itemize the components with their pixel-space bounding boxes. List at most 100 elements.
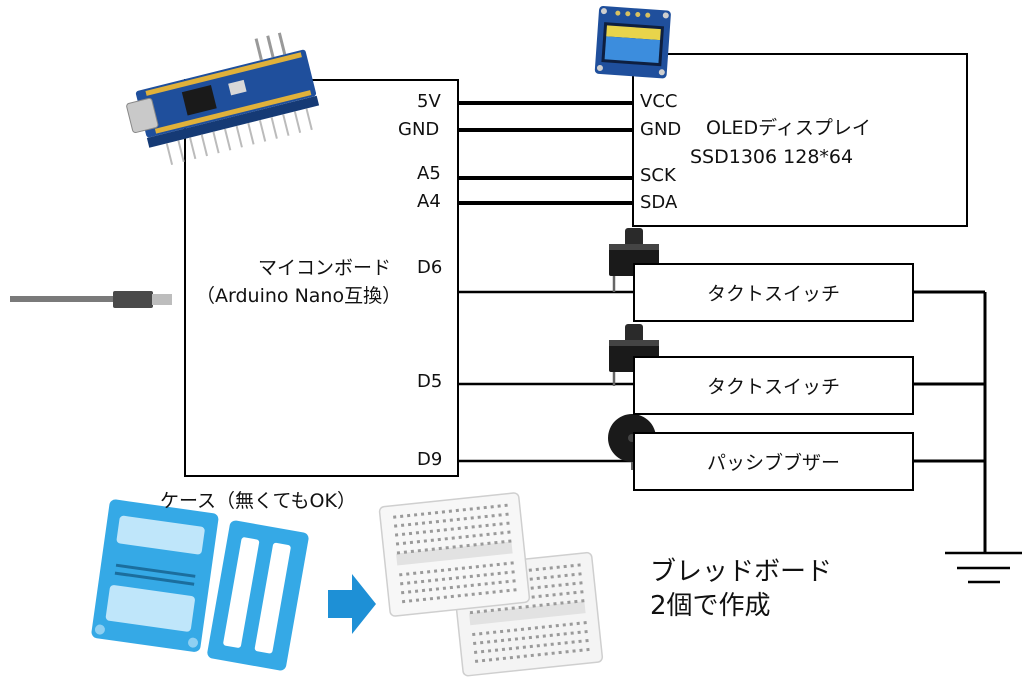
breadboard-hole [415, 531, 420, 535]
breadboard-hole [476, 610, 481, 614]
breadboard-hole [414, 589, 419, 593]
switch2-label: タクトスイッチ [706, 376, 840, 398]
i2c-power-wires [458, 101, 633, 205]
breadboard-hole [443, 595, 448, 599]
breadboard-hole [458, 535, 462, 539]
breadboard-hole [472, 534, 476, 538]
breadboard-hole [486, 640, 491, 644]
breadboard-hole [420, 570, 424, 575]
breadboard-hole [539, 603, 543, 607]
breadboard-hole [421, 521, 426, 525]
breadboard-hole [497, 571, 501, 576]
breadboard-hole [463, 584, 467, 588]
breadboard-hole [447, 567, 452, 572]
breadboard-hole [528, 635, 533, 640]
arduino-pin-d6: D6 [417, 257, 443, 278]
breadboard-hole [488, 658, 493, 662]
breadboard-hole [542, 567, 546, 571]
breadboard-hole [532, 604, 536, 608]
breadboard-hole [414, 522, 419, 526]
arduino-pin-a5: A5 [417, 163, 441, 184]
breadboard-hole [504, 503, 508, 507]
breadboard-hole [512, 579, 516, 583]
breadboard-hole [486, 631, 490, 635]
breadboard-hole [570, 564, 574, 568]
breadboard-hole [435, 519, 440, 524]
breadboard-hole [521, 636, 526, 640]
breadboard-hole [416, 540, 421, 544]
arduino-pin-d5: D5 [417, 371, 443, 392]
breadboard-hole [456, 517, 460, 522]
oled-pin-sck: SCK [640, 165, 676, 186]
breadboard-hole [560, 601, 564, 605]
breadboard-hole [579, 581, 583, 585]
breadboard-hole [509, 655, 514, 660]
breadboard-hole [523, 654, 527, 658]
breadboard-hole [400, 523, 405, 527]
breadboard-hole [427, 579, 432, 583]
oled-pin-gnd: GND [640, 119, 682, 140]
breadboard-hole [485, 523, 489, 528]
breadboard-hole [537, 585, 541, 589]
case-label: ケース（無くてもOK） [160, 490, 356, 512]
breadboard-hole [442, 519, 447, 523]
breadboard-hole [529, 577, 533, 581]
breadboard-hole [431, 547, 435, 551]
buzzer-box: パッシブブザー [633, 432, 914, 491]
breadboard-hole [415, 598, 420, 602]
breadboard-hole [549, 566, 553, 570]
breadboard-hole [578, 639, 582, 643]
breadboard-hole [484, 514, 488, 519]
breadboard-hole [449, 585, 454, 590]
ground-symbol-icon [945, 551, 1022, 584]
breadboard-hole [555, 623, 559, 628]
breadboard-hole [499, 629, 504, 634]
breadboard-hole [528, 568, 532, 572]
breadboard-hole [401, 532, 406, 536]
breadboard-hole [565, 650, 569, 654]
breadboard-hole [566, 591, 570, 595]
breadboard-hole [551, 584, 555, 588]
breadboard-hole [578, 572, 582, 576]
breadboard-hole [572, 649, 576, 653]
breadboard-hole [469, 507, 473, 511]
oled-pin-vcc: VCC [640, 91, 678, 112]
breadboard-hole [505, 512, 509, 516]
breadboard-hole [497, 607, 501, 612]
breadboard-hole [462, 575, 467, 579]
arduino-outline [184, 79, 459, 477]
breadboard-hole [441, 577, 446, 581]
breadboard-hole [491, 514, 495, 518]
breadboard-hole [485, 591, 489, 595]
breadboard-hole [515, 646, 520, 650]
breadboard-hole [484, 582, 488, 586]
breadboard-hole [508, 647, 513, 651]
breadboard-hole [424, 548, 428, 552]
breadboard-hole [475, 565, 479, 569]
breadboard-hole [473, 650, 478, 654]
breadboard-hole [433, 569, 438, 573]
arrow-right-icon [328, 574, 376, 634]
breadboard-hole [420, 579, 425, 584]
breadboard-hole [396, 551, 401, 555]
breadboard-hole [579, 648, 583, 652]
breadboard-hole [457, 594, 461, 598]
breadboard-hole [530, 586, 534, 590]
breadboard-hole [407, 590, 412, 594]
breadboard-hole [558, 583, 562, 587]
breadboard-hole [393, 515, 397, 519]
breadboard-hole [583, 621, 587, 625]
arduino-pin-5v: 5V [417, 91, 441, 112]
breadboard-hole [429, 597, 434, 601]
breadboard-hole [537, 653, 541, 657]
breadboard-hole [581, 599, 585, 603]
breadboard-hole [556, 632, 560, 637]
breadboard-hole [393, 524, 398, 528]
breadboard-hole [492, 630, 497, 634]
breadboard-hole [564, 573, 568, 578]
breadboard-hole [429, 529, 434, 533]
breadboard-hole [478, 591, 482, 596]
breadboard-hole [545, 593, 549, 598]
breadboard-hole [436, 528, 441, 533]
breadboard-hole [546, 602, 550, 607]
